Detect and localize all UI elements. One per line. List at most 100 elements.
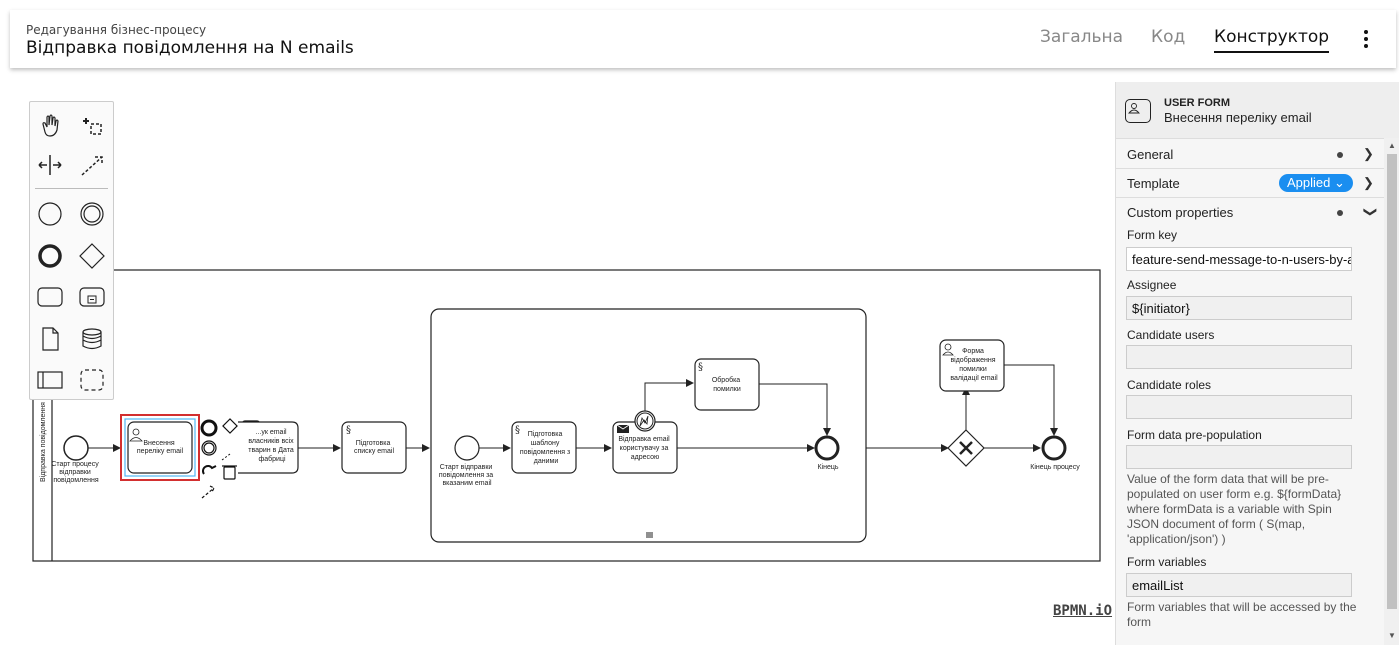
task-icon[interactable] [35,282,65,312]
error-icon [639,415,649,427]
candidate-roles-label: Candidate roles [1127,378,1212,392]
gateway-icon[interactable] [77,241,107,271]
tab-code[interactable]: Код [1151,27,1186,47]
user-task-email-list[interactable]: Внесення переліку email [120,414,200,481]
svg-text:Внесення переліку email: Внесення переліку email [137,440,184,455]
pool-label: Відправка повідомлення [39,402,47,482]
connect-icon [221,453,231,461]
form-data-input[interactable] [1126,445,1352,469]
more-menu-icon[interactable] [1360,28,1372,52]
append-intermediate-event-icon [201,440,217,456]
data-object-icon[interactable] [35,324,65,354]
end-event-icon[interactable] [35,241,65,271]
sub-end-event[interactable]: Кінець [814,435,840,471]
form-variables-help: Form variables that will be accessed by … [1127,600,1357,629]
script-icon: § [515,425,520,436]
connect-arrow-icon [201,485,215,499]
tool-palette [29,101,114,400]
start-event[interactable]: Старт процесу відправки повідомлення [51,435,100,484]
bpmn-io-logo[interactable]: BPMN.iO [1053,603,1113,619]
sub-start-event[interactable]: Старт відправки повідомлення за вказаним… [439,435,495,487]
candidate-users-input[interactable] [1126,345,1352,369]
delete-icon [222,465,237,480]
user-task-error-form[interactable]: Форма відображення помилки валідації ema… [939,339,1005,392]
wrench-icon [202,465,217,475]
chevron-right-icon: ❯ [1363,175,1374,190]
chevron-right-icon: ❯ [1363,146,1374,161]
boundary-error-event[interactable] [634,410,656,432]
subprocess-icon[interactable] [77,282,107,312]
group-general[interactable]: General ❯ [1116,140,1384,169]
group-custom-properties[interactable]: Custom properties ❯ [1127,205,1379,220]
svg-text:Старт відправки повідомл: Старт відправки повідомлення за вказаним… [439,463,495,487]
subprocess[interactable] [430,308,867,543]
exclusive-gateway[interactable] [947,429,985,467]
service-task-email-owners[interactable]: ...ук email власників всіх тварин в Дата… [238,421,299,474]
script-task-error-handling[interactable]: § Обробка помилки [694,358,760,411]
svg-text:Кінець процесу: Кінець процесу [1030,463,1080,471]
space-tool-icon[interactable] [35,150,65,180]
start-event-icon[interactable] [35,199,65,229]
scrollbar-thumb[interactable] [1387,154,1397,609]
svg-text:...ук email власників вс: ...ук email власників всіх тварин в Дата… [248,429,295,463]
scroll-up-icon[interactable]: ▲ [1388,141,1396,150]
candidate-users-label: Candidate users [1127,328,1215,342]
context-pad[interactable] [200,418,261,499]
properties-panel: USER FORM Внесення переліку email Genera… [1115,82,1399,645]
participant-icon[interactable] [35,365,65,395]
assignee-label: Assignee [1127,278,1177,292]
form-data-help: Value of the form data that will be pre-… [1127,472,1342,546]
page-title: Відправка повідомлення на N emails [26,38,354,58]
script-task-prepare-template[interactable]: § Підготовка шаблону повідомлення з дани… [511,421,577,474]
data-indicator-icon [1337,210,1343,216]
scroll-down-icon[interactable]: ▼ [1388,631,1396,640]
panel-header: USER FORM Внесення переліку email [1116,82,1399,139]
svg-text:Підготовка списку email: Підготовка списку email [354,439,394,455]
page-subtitle: Редагування бізнес-процесу [26,23,207,37]
start-label-2: відправки [59,468,91,476]
panel-scrollbar[interactable]: ▲ ▼ [1384,138,1399,645]
svg-text:Підготовка шаблону: Підготовка шаблону повідомлення з даними [520,430,572,465]
lasso-tool-icon[interactable] [77,110,107,140]
script-icon: § [346,425,351,436]
data-indicator-icon [1337,152,1343,158]
tab-general[interactable]: Загальна [1040,27,1124,47]
append-end-event-icon [200,419,218,437]
form-key-input[interactable]: feature-send-message-to-n-users-by-a [1126,247,1352,271]
end-event[interactable]: Кінець процесу [1030,435,1080,471]
group-icon[interactable] [77,365,107,395]
hand-tool-icon[interactable] [35,110,65,140]
intermediate-event-icon[interactable] [77,199,107,229]
assignee-input[interactable]: ${initiator} [1126,296,1352,320]
bpmn-canvas[interactable]: Відправка повідомлення Старт процесу від… [0,0,1115,645]
global-connect-icon[interactable] [77,150,107,180]
group-template[interactable]: Template Applied ⌄ ❯ [1116,169,1384,198]
svg-text:Старт процесу відправки: Старт процесу відправки повідомлення [51,461,100,484]
subprocess-marker-icon [646,532,653,538]
form-key-label: Form key [1127,228,1178,242]
user-icon [944,343,952,351]
app-header: Редагування бізнес-процесу Відправка пов… [10,10,1396,68]
svg-text:Обробка помилки: Обробка помилки [712,376,742,393]
candidate-roles-input[interactable] [1126,395,1352,419]
form-variables-label: Form variables [1127,555,1207,569]
tab-constructor[interactable]: Конструктор [1214,27,1330,53]
script-task-prepare-list[interactable]: § Підготовка списку email [341,421,407,474]
element-name: Внесення переліку email [1164,110,1312,125]
script-icon: § [698,362,703,373]
start-label-1: Старт процесу [51,461,99,468]
element-type: USER FORM [1164,97,1230,109]
user-icon [129,428,143,442]
form-variables-input[interactable]: emailList [1126,573,1352,597]
append-gateway-icon [222,418,238,434]
template-applied-badge[interactable]: Applied ⌄ [1279,174,1353,192]
start-label-3: повідомлення [53,476,98,484]
svg-text:Відправка email користув: Відправка email користувачу за адресою [618,435,671,461]
form-data-label: Form data pre-population [1127,428,1262,442]
svg-text:Форма відображення: Форма відображення помилки валідації ema… [950,348,998,382]
svg-text:Кінець: Кінець [817,463,838,471]
chevron-down-icon: ❯ [1363,206,1379,218]
data-store-icon[interactable] [77,324,107,354]
send-task-email[interactable]: Відправка email користувачу за адресою [612,421,678,474]
user-form-icon [1125,99,1151,123]
